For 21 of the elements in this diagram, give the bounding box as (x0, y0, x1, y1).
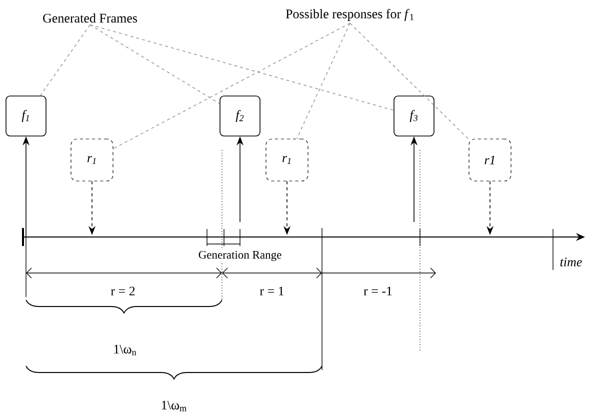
brace-label: 1\ω$_{n}$ (112, 344, 138, 356)
dimension-label: r = 1 (258, 286, 286, 296)
dimension-label: r = -1 (362, 286, 394, 296)
heading-text: Generated Frames (43, 13, 138, 23)
leader-line (350, 22, 470, 140)
axis-label: time (558, 256, 584, 268)
leader-line (296, 22, 350, 140)
frame-box: f$_{1}$ (6, 96, 46, 136)
frame-box: f$_{2}$ (220, 96, 260, 136)
response-box: r1 (468, 138, 512, 182)
brace-label: 1\ω$_{m}$ (160, 400, 188, 412)
response-box: r$_{1}$ (70, 138, 114, 182)
leader-line (90, 24, 394, 111)
leader-line (40, 24, 90, 96)
dimension-label: r = 2 (110, 286, 136, 296)
heading-text: Possible responses for f$_{1}$ (286, 9, 414, 21)
gen-range-label: Generation Range (197, 250, 283, 262)
response-box: r$_{1}$ (266, 138, 308, 182)
leader-line (112, 22, 350, 150)
frame-box: f$_{3}$ (394, 96, 434, 136)
leader-line (90, 24, 220, 104)
